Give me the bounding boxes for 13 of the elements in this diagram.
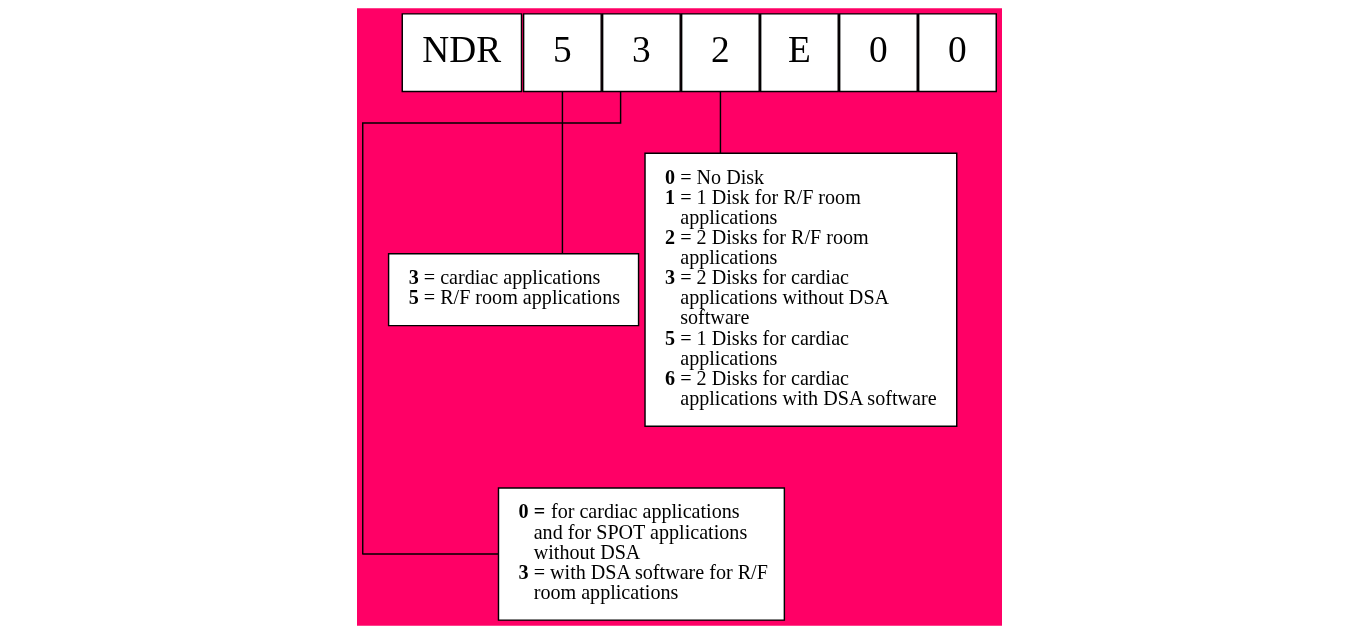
node-box: E xyxy=(759,13,839,93)
node-box: 3 = cardiac applications 5 = R/F room applications xyxy=(387,253,639,327)
node-box: 0 = for cardiac applications and for SPOT applications without DSA 3 = with DSA software for R/F room applications xyxy=(497,487,785,621)
node-box: 0 xyxy=(838,13,918,93)
node-box: 3 xyxy=(601,13,681,93)
node-box: 0 = No Disk 1 = 1 Disk for R/F room applications 2 = 2 Disks for R/F room applications 3 = 2 Disks for cardiac applications without DSA software 5 = 1 Disks for cardiac applications 6 = 2 Disks for cardiac applications with DSA software xyxy=(643,152,957,427)
connector xyxy=(719,91,721,154)
connector xyxy=(361,90,621,555)
node-box: NDR xyxy=(401,13,522,93)
node-box: 5 xyxy=(522,13,602,93)
node-box: 0 xyxy=(917,13,997,93)
connector xyxy=(561,91,563,255)
node-box: 2 xyxy=(680,13,760,93)
